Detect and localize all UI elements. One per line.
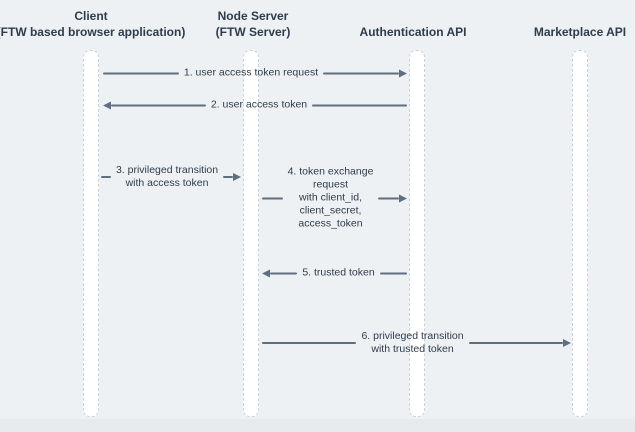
message-line [262,342,357,344]
message-label: 2. user access token [206,99,312,112]
message-label: 6. privileged transition with trusted to… [356,330,468,356]
arrow-right-icon [233,173,242,181]
actor-name: Client [74,9,108,23]
actor-header-node-server: Node Server (FTW Server) [216,8,291,40]
lifeline-authentication-api [409,50,425,417]
message-line [262,197,283,199]
arrow-left-icon [103,101,111,109]
message-label-line: client_secret, [299,204,362,217]
arrow-right-icon [563,339,572,347]
message-arrow-5: 5. trusted token [262,267,408,280]
message-arrow-4: 4. token exchange request with client_id… [262,166,408,231]
message-line [323,72,399,74]
arrow-right-icon [399,69,407,77]
message-arrow-2: 2. user access token [103,99,407,112]
message-label-line: 2. user access token [210,98,308,111]
message-line [101,176,111,178]
message-line [378,197,400,199]
message-label-line: 5. trusted token [302,266,375,279]
arrow-right-icon [399,194,408,202]
lifeline-node-server [243,50,259,417]
message-line [468,342,564,344]
arrow-left-icon [262,269,270,277]
message-label-line: access_token [298,217,363,230]
actor-header-marketplace-api: Marketplace API [534,24,626,40]
message-line [379,272,408,274]
message-label-line: 1. user access token request [183,66,319,79]
actor-name: Marketplace API [533,25,627,39]
actor-subtitle: (FTW Server) [215,25,291,39]
message-arrow-6: 6. privileged transition with trusted to… [262,330,572,356]
message-line [312,104,407,106]
actor-header-authentication-api: Authentication API [360,24,467,40]
message-line [111,104,206,106]
lifeline-marketplace-api [572,50,588,417]
actor-name: Authentication API [359,25,467,39]
message-label: 4. token exchange request with client_id… [283,166,379,231]
message-label-line: 6. privileged transition [361,330,464,342]
message-label: 5. trusted token [297,267,379,280]
message-arrow-3: 3. privileged transition with access tok… [101,164,242,190]
message-label-line: request [312,178,349,191]
message-line [223,176,234,178]
message-label: 3. privileged transition with access tok… [111,164,223,190]
lifeline-client [83,50,99,417]
message-arrow-1: 1. user access token request [103,67,407,80]
page-footer-strip [0,419,635,432]
actor-name: Node Server [217,9,289,23]
message-label: 1. user access token request [179,67,323,80]
actor-header-client: Client (FTW based browser application) [0,8,185,40]
message-label-line: 4. token exchange [287,165,374,178]
message-line [103,72,179,74]
message-label-line: with access token [125,177,209,189]
actor-subtitle: (FTW based browser application) [0,25,186,39]
message-line [270,272,298,274]
message-label-line: 3. privileged transition [115,164,219,176]
message-label-line: with client_id, [298,191,363,204]
message-label-line: with trusted token [371,343,454,355]
